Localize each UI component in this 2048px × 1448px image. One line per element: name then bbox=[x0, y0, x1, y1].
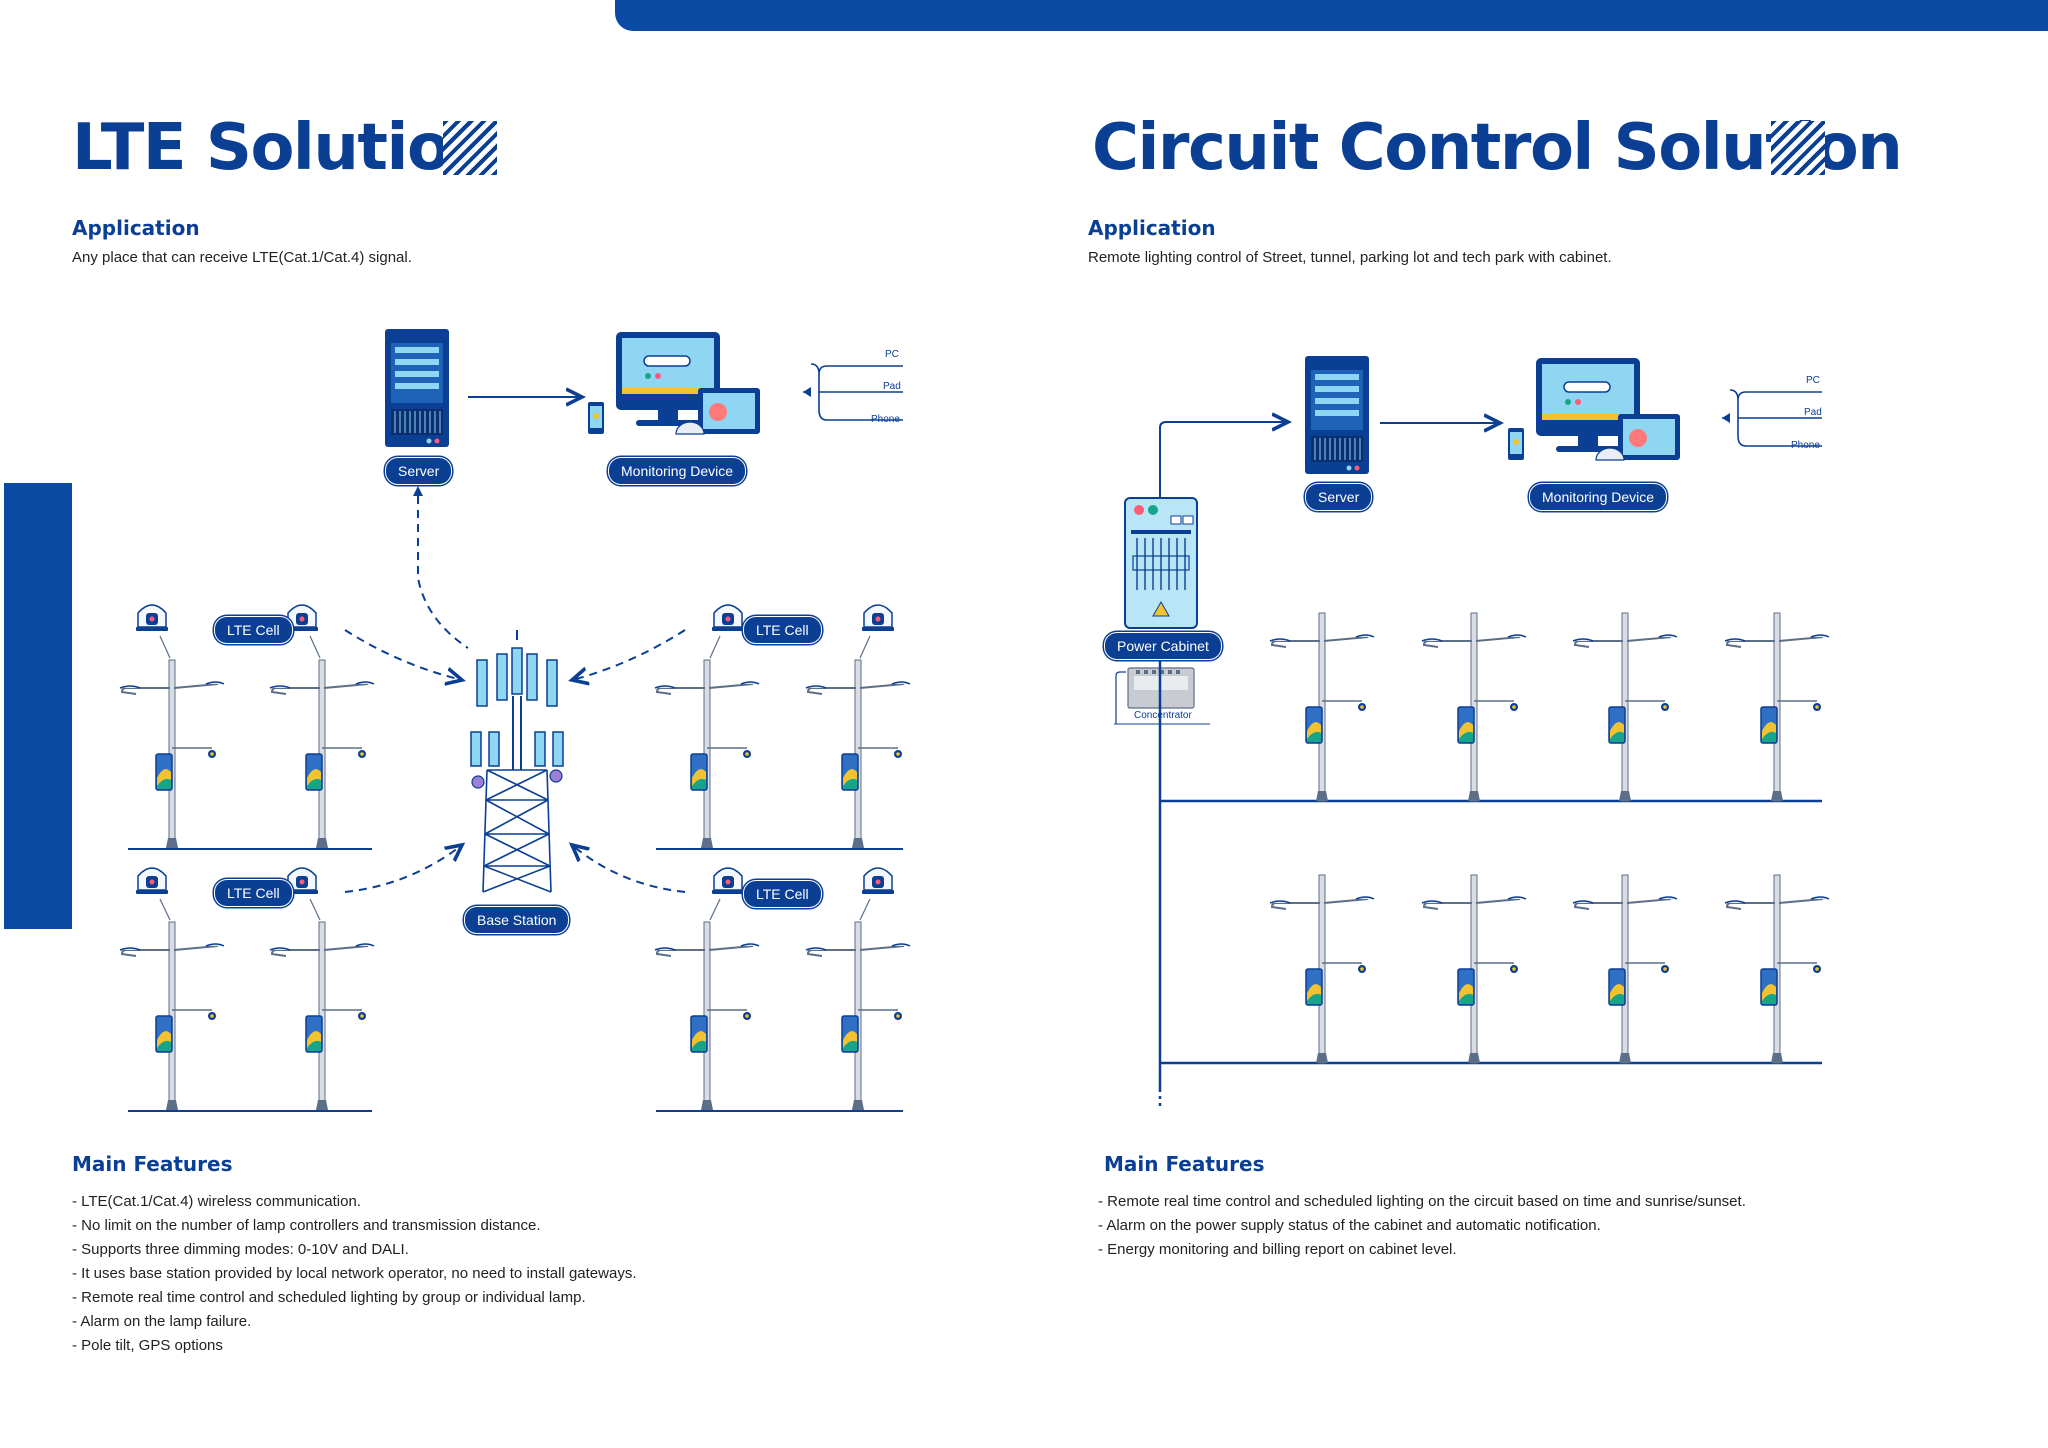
lamp-pole-icon bbox=[1269, 874, 1375, 1064]
base-station-tower-icon bbox=[470, 630, 564, 893]
list-item: - Remote real time control and scheduled… bbox=[1098, 1193, 1746, 1210]
lte-title: LTE Solution bbox=[72, 111, 495, 185]
circuit-features-list: - Remote real time control and scheduled… bbox=[1098, 1190, 1746, 1262]
lamp-pole-icon bbox=[1421, 612, 1527, 802]
lte-diagram bbox=[119, 328, 911, 1112]
list-item: - No limit on the number of lamp control… bbox=[72, 1217, 541, 1234]
base-station-label: Base Station bbox=[464, 906, 570, 934]
list-item: - LTE(Cat.1/Cat.4) wireless communicatio… bbox=[72, 1193, 361, 1210]
server-icon bbox=[384, 328, 450, 448]
lamp-pole-icon bbox=[1724, 874, 1830, 1064]
lte-module-icon bbox=[861, 604, 895, 632]
lamp-pole-icon bbox=[1572, 874, 1678, 1064]
monitoring-device-label: Monitoring Device bbox=[1529, 483, 1668, 511]
devices-connector bbox=[802, 363, 904, 421]
list-item: - Alarm on the power supply status of th… bbox=[1098, 1217, 1601, 1234]
lte-features-heading: Main Features bbox=[72, 1152, 233, 1176]
lamp-pole-icon bbox=[1269, 612, 1375, 802]
lamp-pole-icon bbox=[654, 921, 760, 1111]
list-item: - Pole tilt, GPS options bbox=[72, 1337, 223, 1354]
lamp-pole-icon bbox=[805, 659, 911, 849]
circuit-title: Circuit Control Solution bbox=[1092, 111, 1903, 185]
lte-module-icon bbox=[711, 867, 745, 895]
list-item: - Supports three dimming modes: 0-10V an… bbox=[72, 1241, 409, 1258]
hatch-icon bbox=[1771, 121, 1825, 175]
circuit-application-text: Remote lighting control of Street, tunne… bbox=[1088, 249, 1612, 266]
lamp-pole-icon bbox=[1572, 612, 1678, 802]
circuit-features-heading: Main Features bbox=[1104, 1152, 1265, 1176]
side-accent-bar bbox=[4, 483, 72, 929]
list-item: - It uses base station provided by local… bbox=[72, 1265, 637, 1282]
devices-connector bbox=[1721, 389, 1823, 447]
list-item: - Energy monitoring and billing report o… bbox=[1098, 1241, 1457, 1258]
lamp-pole-icon bbox=[119, 659, 225, 849]
monitor-icon bbox=[1507, 357, 1681, 461]
lamp-pole-icon bbox=[1724, 612, 1830, 802]
server-label: Server bbox=[1305, 483, 1373, 511]
server-icon bbox=[1304, 355, 1370, 475]
power-cabinet-label: Power Cabinet bbox=[1104, 632, 1222, 660]
lte-application-heading: Application bbox=[72, 216, 200, 240]
phone-label: Phone bbox=[1791, 440, 1820, 451]
power-cabinet-icon bbox=[1124, 497, 1198, 629]
lamp-pole-icon bbox=[269, 659, 375, 849]
lte-cell-label: LTE Cell bbox=[214, 616, 293, 644]
pad-label: Pad bbox=[883, 381, 901, 392]
phone-label: Phone bbox=[871, 414, 900, 425]
lte-module-icon bbox=[861, 867, 895, 895]
concentrator-label: Concentrator bbox=[1134, 710, 1192, 721]
lte-module-icon bbox=[135, 867, 169, 895]
pad-label: Pad bbox=[1804, 407, 1822, 418]
lte-features-list: - LTE(Cat.1/Cat.4) wireless communicatio… bbox=[72, 1190, 637, 1358]
lte-cell-label: LTE Cell bbox=[743, 616, 822, 644]
lte-cell-label: LTE Cell bbox=[214, 879, 293, 907]
lamp-pole-icon bbox=[269, 921, 375, 1111]
lte-module-icon bbox=[135, 604, 169, 632]
hatch-icon bbox=[443, 121, 497, 175]
monitor-icon bbox=[587, 331, 761, 435]
top-accent-bar bbox=[615, 0, 2048, 31]
lamp-pole-icon bbox=[119, 921, 225, 1111]
circuit-diagram bbox=[1114, 355, 1830, 1106]
pc-label: PC bbox=[885, 349, 899, 360]
lamp-pole-icon bbox=[1421, 874, 1527, 1064]
list-item: - Alarm on the lamp failure. bbox=[72, 1313, 252, 1330]
list-item: - Remote real time control and scheduled… bbox=[72, 1289, 586, 1306]
lte-module-icon bbox=[711, 604, 745, 632]
server-label: Server bbox=[385, 457, 453, 485]
lte-application-text: Any place that can receive LTE(Cat.1/Cat… bbox=[72, 249, 412, 266]
lamp-pole-icon bbox=[654, 659, 760, 849]
lamp-pole-icon bbox=[805, 921, 911, 1111]
pc-label: PC bbox=[1806, 375, 1820, 386]
lte-cell-label: LTE Cell bbox=[743, 880, 822, 908]
circuit-application-heading: Application bbox=[1088, 216, 1216, 240]
monitoring-device-label: Monitoring Device bbox=[608, 457, 747, 485]
